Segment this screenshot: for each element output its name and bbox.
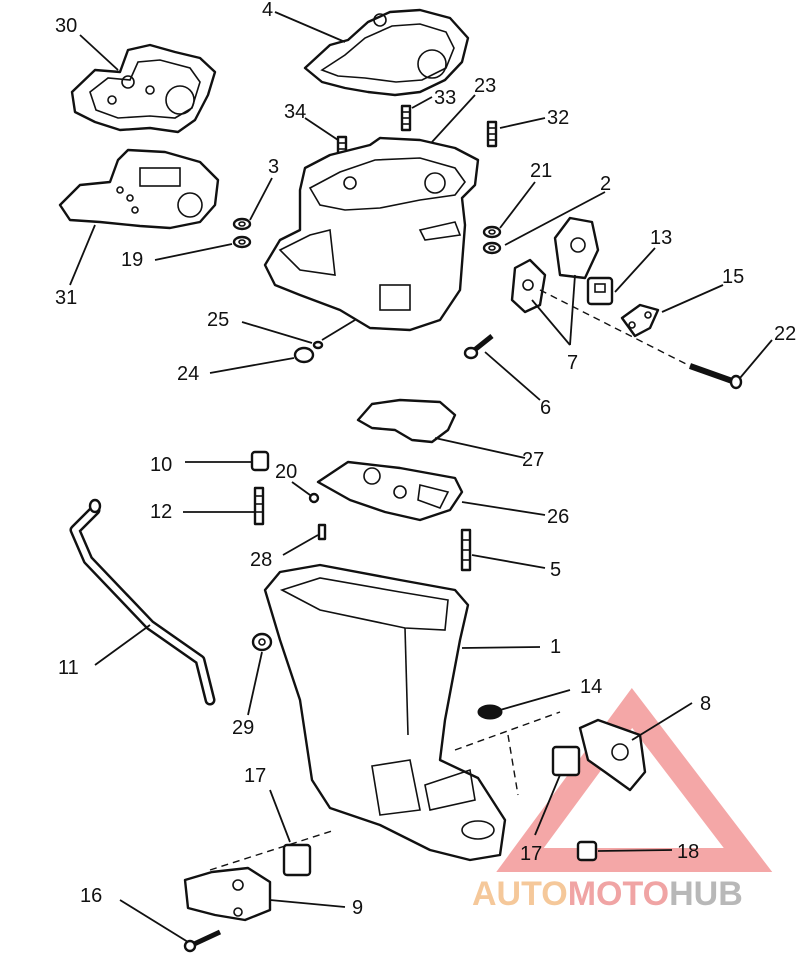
- callout-15: 15: [722, 266, 744, 288]
- callout-14: 14: [580, 676, 602, 698]
- ball-20: [308, 492, 320, 504]
- callout-13: 13: [650, 227, 672, 249]
- callout-33: 33: [434, 87, 456, 109]
- watermark-hub: HUB: [669, 875, 743, 913]
- callout-18: 18: [677, 841, 699, 863]
- mount-bracket-8: [578, 718, 647, 792]
- callout-2: 2: [600, 173, 611, 195]
- callout-19: 19: [121, 249, 143, 271]
- gasket-4: [303, 8, 470, 97]
- callout-6: 6: [540, 397, 551, 419]
- assembly-line-8: [507, 734, 519, 796]
- callout-32: 32: [547, 107, 569, 129]
- screw-6: [463, 334, 494, 360]
- callout-28: 28: [250, 549, 272, 571]
- callout-labels: 30 4 23 33 34 32 3 21 2 13 15 19 31 25 2…: [55, 0, 796, 919]
- mount-bracket-7-upper: [553, 216, 600, 280]
- callout-16: 16: [80, 885, 102, 907]
- gasket-27: [356, 398, 457, 444]
- bolt-16: [183, 929, 222, 953]
- callout-26: 26: [547, 506, 569, 528]
- callout-4: 4: [262, 0, 273, 21]
- rubber-mount-13: [586, 276, 614, 306]
- callout-7: 7: [567, 352, 578, 374]
- mount-bracket-7-lower: [510, 258, 547, 314]
- callout-5: 5: [550, 559, 561, 581]
- automotohub-logo: [496, 687, 773, 872]
- exhaust-housing-23: [263, 136, 480, 332]
- rubber-mount-18: [576, 840, 598, 862]
- retainer-15: [620, 303, 660, 338]
- watermark-text: AUTOMOTOHUB: [472, 875, 743, 913]
- rubber-mount-17-left: [282, 843, 312, 877]
- stud-12: [253, 486, 265, 526]
- callout-29: 29: [232, 717, 254, 739]
- driveshaft-housing-1: [263, 563, 507, 862]
- callout-3: 3: [268, 156, 279, 178]
- gasket-30: [70, 43, 217, 134]
- callout-34: 34: [284, 101, 306, 123]
- nut-2: [482, 241, 502, 255]
- plug-24: [293, 346, 315, 364]
- water-tube-11: [69, 498, 216, 706]
- callout-22: 22: [774, 323, 796, 345]
- svg-text:AUTOMOTOHUB: AUTOMOTOHUB: [472, 875, 743, 913]
- adapter-plate-26: [316, 460, 464, 522]
- mount-clamp-9: [183, 866, 272, 922]
- callout-8: 8: [700, 693, 711, 715]
- callout-12: 12: [150, 501, 172, 523]
- callout-17-right: 17: [520, 843, 542, 865]
- callout-23: 23: [474, 75, 496, 97]
- callout-11: 11: [58, 657, 79, 679]
- grommet-29: [251, 632, 273, 652]
- washer-21: [482, 225, 502, 239]
- callout-17-left: 17: [244, 765, 266, 787]
- callout-21: 21: [530, 160, 552, 182]
- o-ring-25: [312, 340, 324, 350]
- rubber-mount-17-right: [551, 745, 581, 777]
- assembly-line-22: [539, 289, 691, 367]
- stud-32: [486, 120, 498, 148]
- assembly-line-9: [209, 829, 336, 871]
- nut-19: [232, 235, 252, 249]
- callout-1: 1: [550, 636, 561, 658]
- grommet-14: [477, 704, 503, 720]
- callout-27: 27: [522, 449, 544, 471]
- stud-33: [400, 104, 412, 132]
- washer-3: [232, 217, 252, 231]
- callout-24: 24: [177, 363, 199, 385]
- callout-31: 31: [55, 287, 77, 309]
- callout-9: 9: [352, 897, 363, 919]
- screw-28: [317, 523, 327, 541]
- callout-10: 10: [150, 454, 172, 476]
- callout-25: 25: [207, 309, 229, 331]
- watermark-moto: MOTO: [568, 875, 669, 913]
- bushing-10: [250, 450, 270, 472]
- adapter-plate-31: [58, 148, 220, 230]
- callout-30: 30: [55, 15, 77, 37]
- assembly-line-14: [454, 711, 561, 751]
- bolt-22: [688, 363, 743, 390]
- callout-20: 20: [275, 461, 297, 483]
- watermark-auto: AUTO: [472, 875, 568, 913]
- leader-lines: [69, 11, 773, 943]
- stud-5: [460, 528, 472, 572]
